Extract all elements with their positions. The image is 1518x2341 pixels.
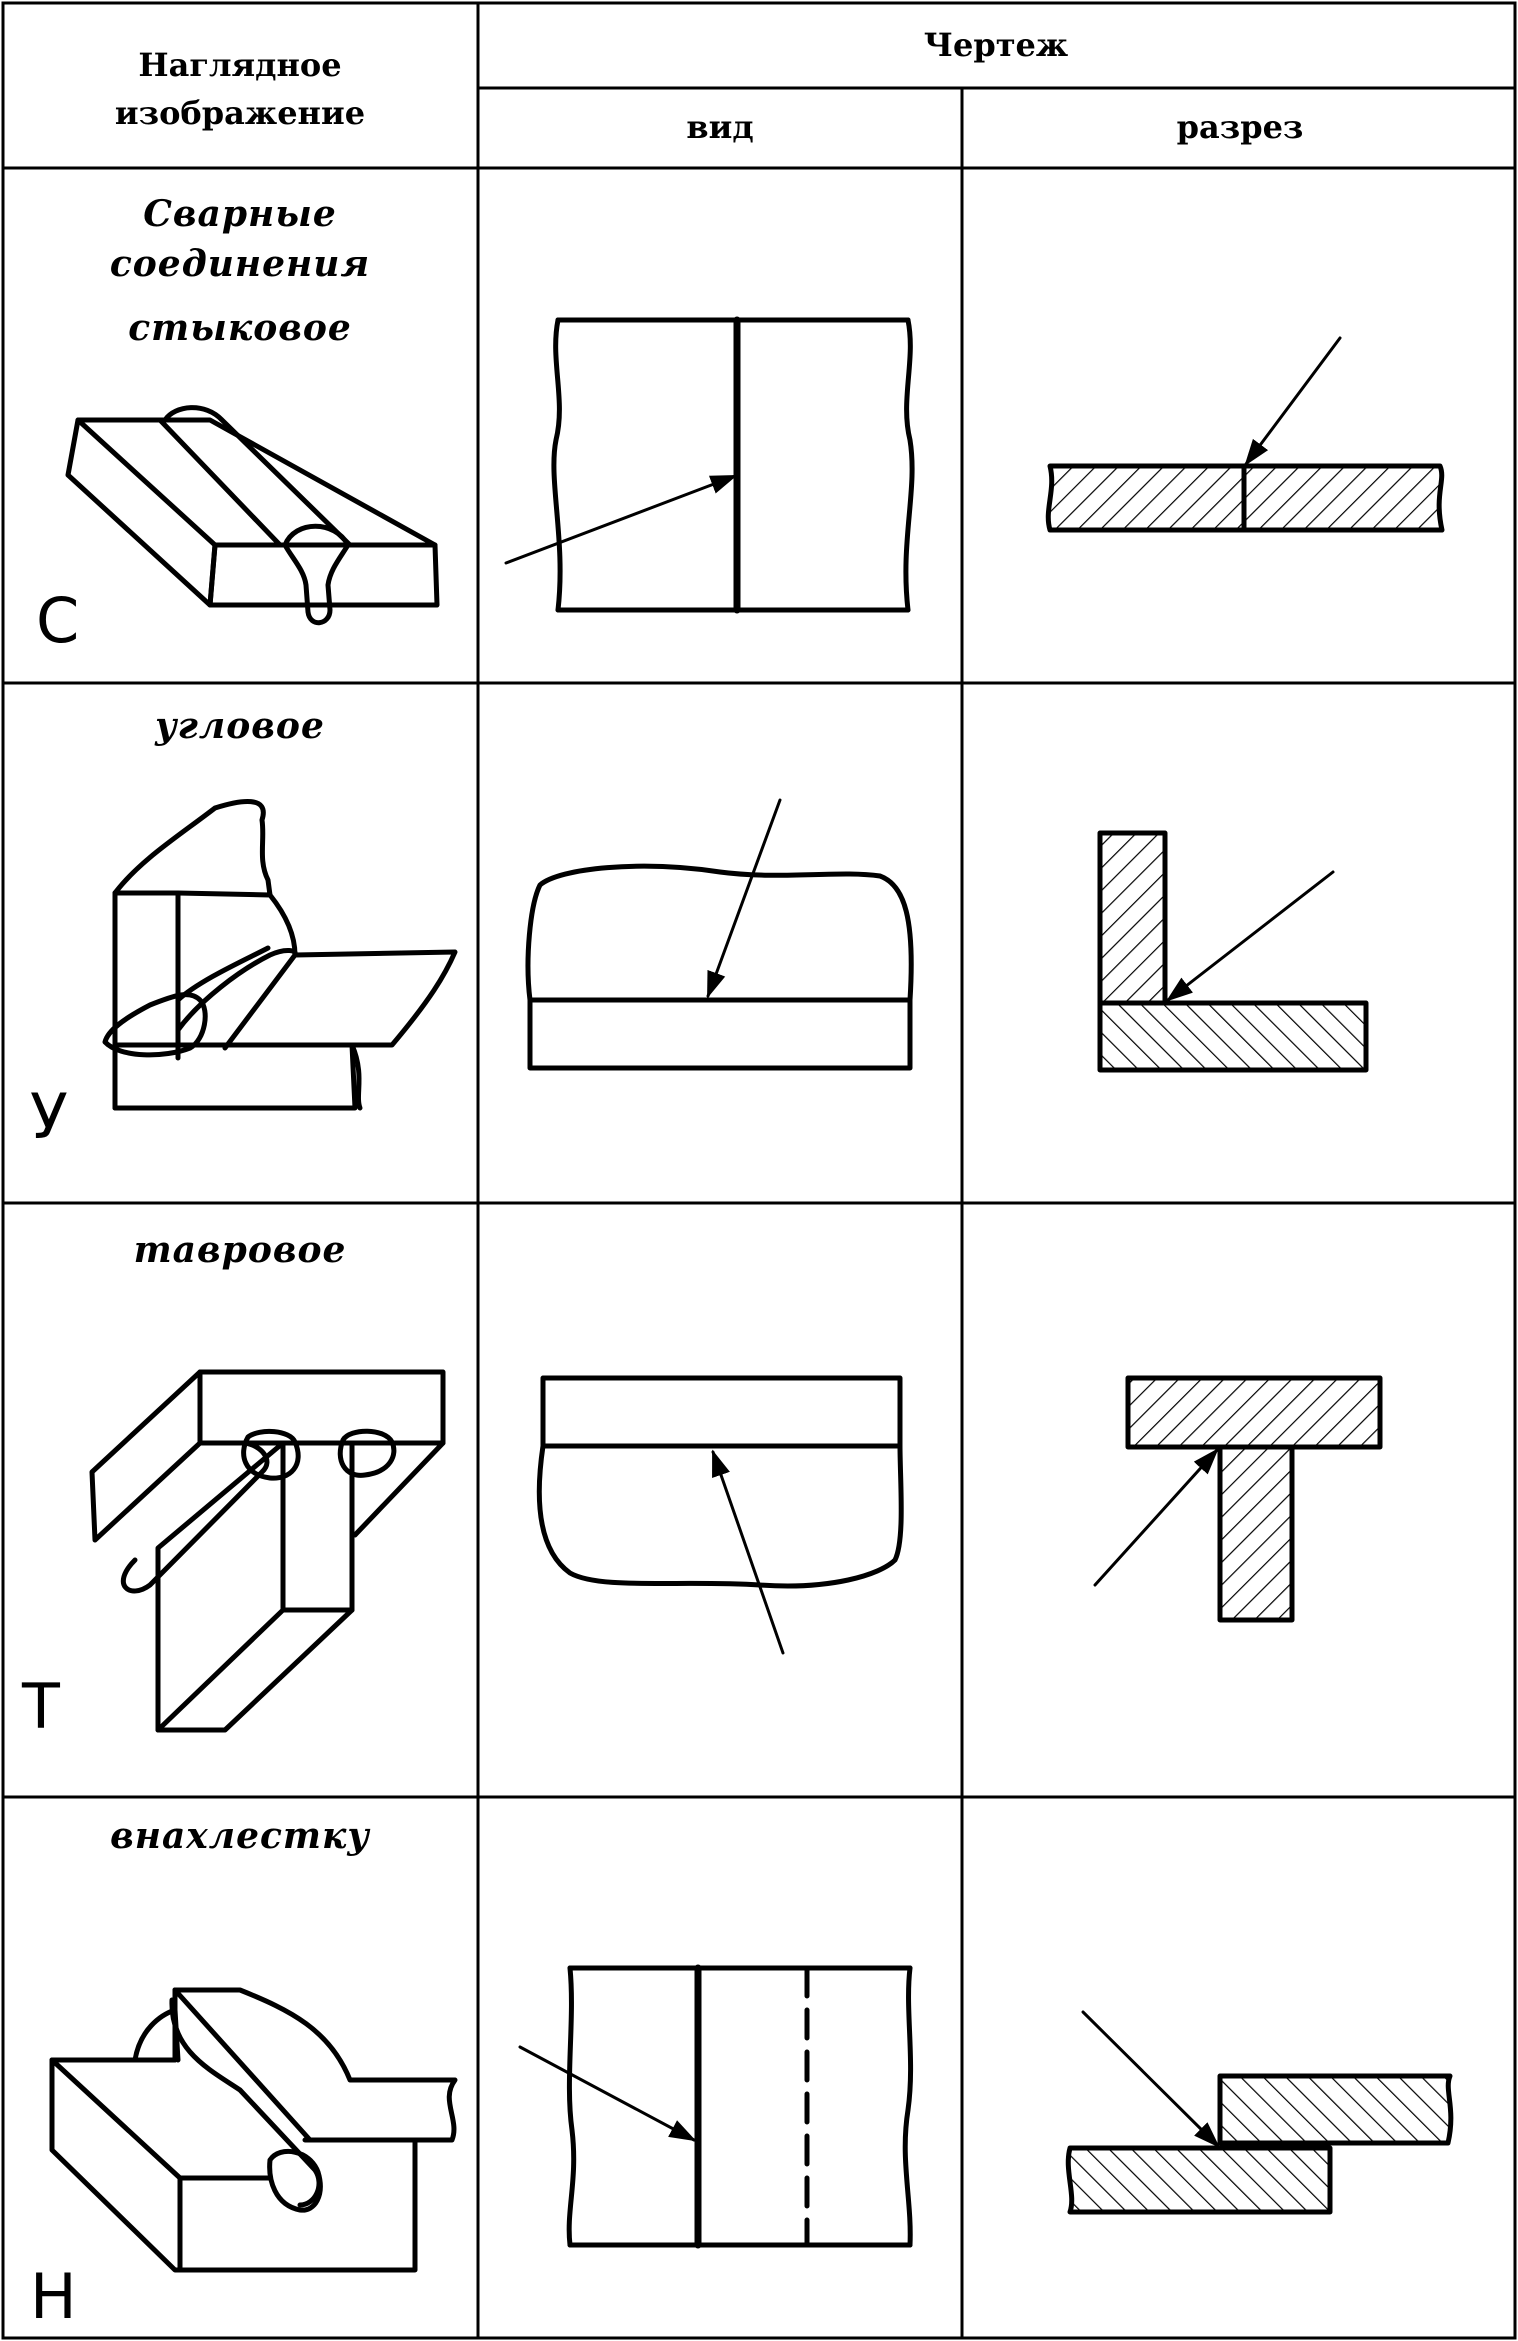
butt-joint-section — [1045, 336, 1445, 533]
row-t-joint: тавровое Т — [21, 1229, 1383, 1743]
corner-joint-view — [525, 798, 914, 1071]
t-joint-section — [1093, 1375, 1383, 1623]
row-letter: С — [36, 584, 79, 657]
header-drawing: Чертеж — [924, 26, 1068, 64]
row-caption-line: тавровое — [134, 1229, 347, 1271]
row-letter: Т — [21, 1670, 61, 1743]
butt-joint-view — [504, 316, 915, 614]
row-lap: внахлестку Н — [30, 1815, 1454, 2333]
butt-joint-pictorial — [65, 405, 440, 626]
row-butt: Сварные соединения стыковое С — [36, 193, 1445, 657]
lap-joint-section — [1065, 2010, 1454, 2215]
header-visual-line1: Наглядное — [138, 46, 341, 84]
corner-joint-pictorial — [102, 799, 458, 1111]
row-corner: угловое У — [30, 705, 1369, 1153]
header-visual-line2: изображение — [115, 94, 365, 132]
lap-joint-view — [518, 1964, 914, 2249]
row-caption-line: Сварные — [143, 193, 337, 235]
lap-joint-pictorial — [49, 1987, 458, 2273]
row-letter: У — [30, 1080, 68, 1153]
t-joint-view — [536, 1375, 904, 1655]
row-caption-line: соединения — [110, 243, 370, 285]
corner-joint-section — [1097, 830, 1369, 1073]
header-section: разрез — [1177, 108, 1304, 146]
row-caption-line: угловое — [154, 705, 325, 747]
t-joint-pictorial — [89, 1369, 446, 1733]
row-letter: Н — [30, 2260, 77, 2333]
header-view: вид — [686, 108, 753, 146]
row-caption-line: стыковое — [128, 307, 352, 349]
row-caption-line: внахлестку — [110, 1815, 370, 1857]
